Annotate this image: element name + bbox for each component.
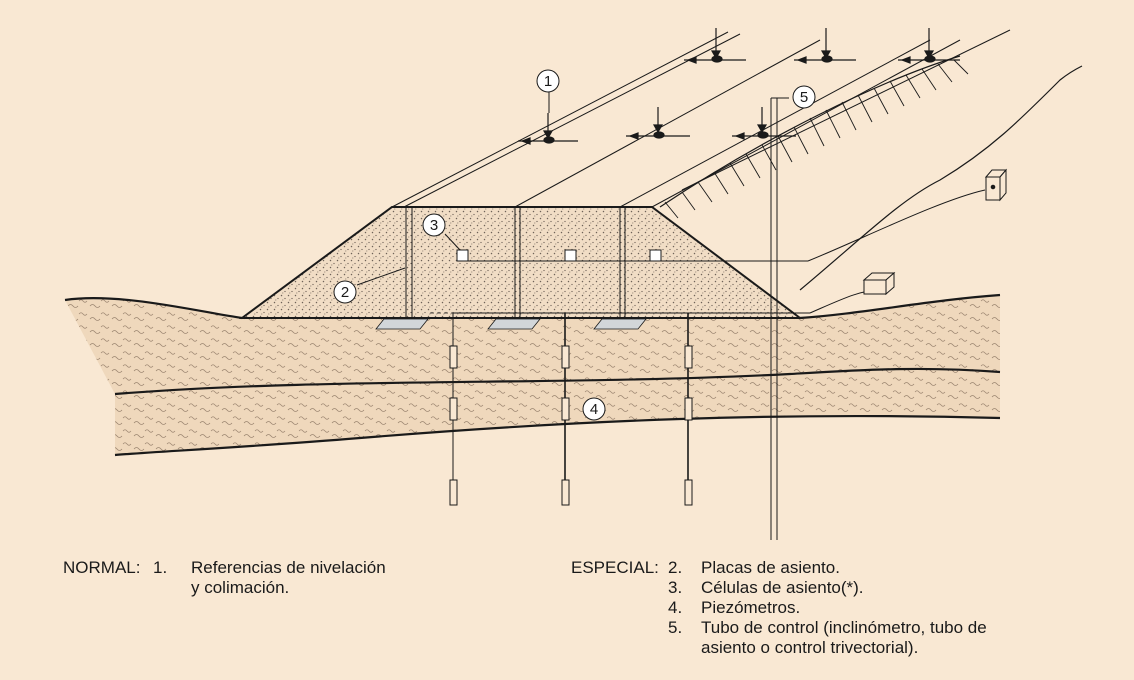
callout-leaders — [356, 92, 550, 286]
ground-surface-line — [64, 297, 243, 320]
reference-mark — [732, 107, 796, 140]
piezometer-tip — [449, 345, 458, 369]
legend-item-number: 4. — [668, 598, 683, 617]
legend-item-text: Piezómetros. — [701, 598, 801, 617]
readout-box-upper — [984, 168, 1008, 202]
piezometer-tip — [684, 345, 693, 369]
legend-item-number: 2. — [668, 558, 683, 577]
lower-soil-pattern — [115, 368, 1000, 455]
legend-item-number: 3. — [668, 578, 683, 597]
settlement-plate — [487, 318, 541, 330]
readout-box-lower — [862, 271, 896, 296]
legend-item-number: 5. — [668, 618, 683, 637]
embankment-fill — [238, 206, 803, 319]
reference-mark — [794, 28, 856, 64]
piezometer-tip — [449, 479, 458, 506]
settlement-cells — [456, 168, 1008, 262]
legend-normal: NORMAL: 1. Referencias de nivelación y c… — [63, 558, 463, 603]
legend-item-text: Tubo de control (inclinómetro, tubo de — [701, 618, 987, 637]
callout-label-5: 5 — [800, 89, 808, 106]
callout-label-1: 1 — [544, 73, 552, 90]
legend-especial: ESPECIAL: 2. Placas de asiento. 3. Célul… — [571, 558, 1116, 673]
callout-label-2: 2 — [341, 284, 349, 301]
settlement-plate — [593, 318, 647, 330]
settlement-plate — [375, 318, 429, 330]
settlement-cell — [649, 249, 662, 262]
settlement-plates — [375, 207, 676, 330]
legend-item-text: asiento o control trivectorial). — [701, 638, 919, 657]
layer-bottom-line — [114, 414, 1001, 457]
cut-slope — [659, 55, 1083, 291]
leveling-references — [518, 28, 960, 145]
piezometers — [449, 271, 896, 506]
callout-label-4: 4 — [590, 401, 598, 418]
piezometer-tip — [449, 397, 458, 421]
reference-mark — [626, 107, 690, 140]
upper-soil-pattern — [65, 295, 1000, 394]
legend-especial-label: ESPECIAL: — [571, 558, 659, 577]
legend-item-text: Referencias de nivelación — [191, 558, 386, 577]
legend-item-number: 1. — [153, 558, 168, 577]
reference-mark — [684, 28, 746, 64]
callout-2: 2 — [333, 280, 357, 304]
settlement-cell — [456, 249, 469, 262]
legend-item-text: Células de asiento(*). — [701, 578, 864, 597]
piezometer-tip — [561, 397, 570, 421]
piezometer-tip — [561, 345, 570, 369]
ground-surface-line-right — [799, 293, 1001, 320]
callout-5: 5 — [792, 85, 816, 109]
legend-item-text: y colimación. — [191, 578, 290, 597]
piezometer-tip — [684, 479, 693, 506]
perspective-lines — [391, 29, 1011, 208]
foundation-soil — [64, 293, 1001, 457]
callout-label-3: 3 — [430, 217, 438, 234]
legend-normal-label: NORMAL: — [63, 558, 141, 577]
piezometer-tip — [561, 479, 570, 506]
legend-item-text: Placas de asiento. — [701, 558, 840, 577]
layer-interface-line — [114, 367, 1001, 396]
control-tube — [770, 97, 789, 540]
callout-1: 1 — [536, 69, 560, 93]
reference-mark — [898, 28, 960, 64]
callout-4: 4 — [582, 397, 606, 421]
settlement-cell — [564, 249, 577, 262]
piezometer-tip — [684, 397, 693, 421]
callout-3: 3 — [422, 213, 446, 237]
reference-mark — [518, 113, 578, 145]
